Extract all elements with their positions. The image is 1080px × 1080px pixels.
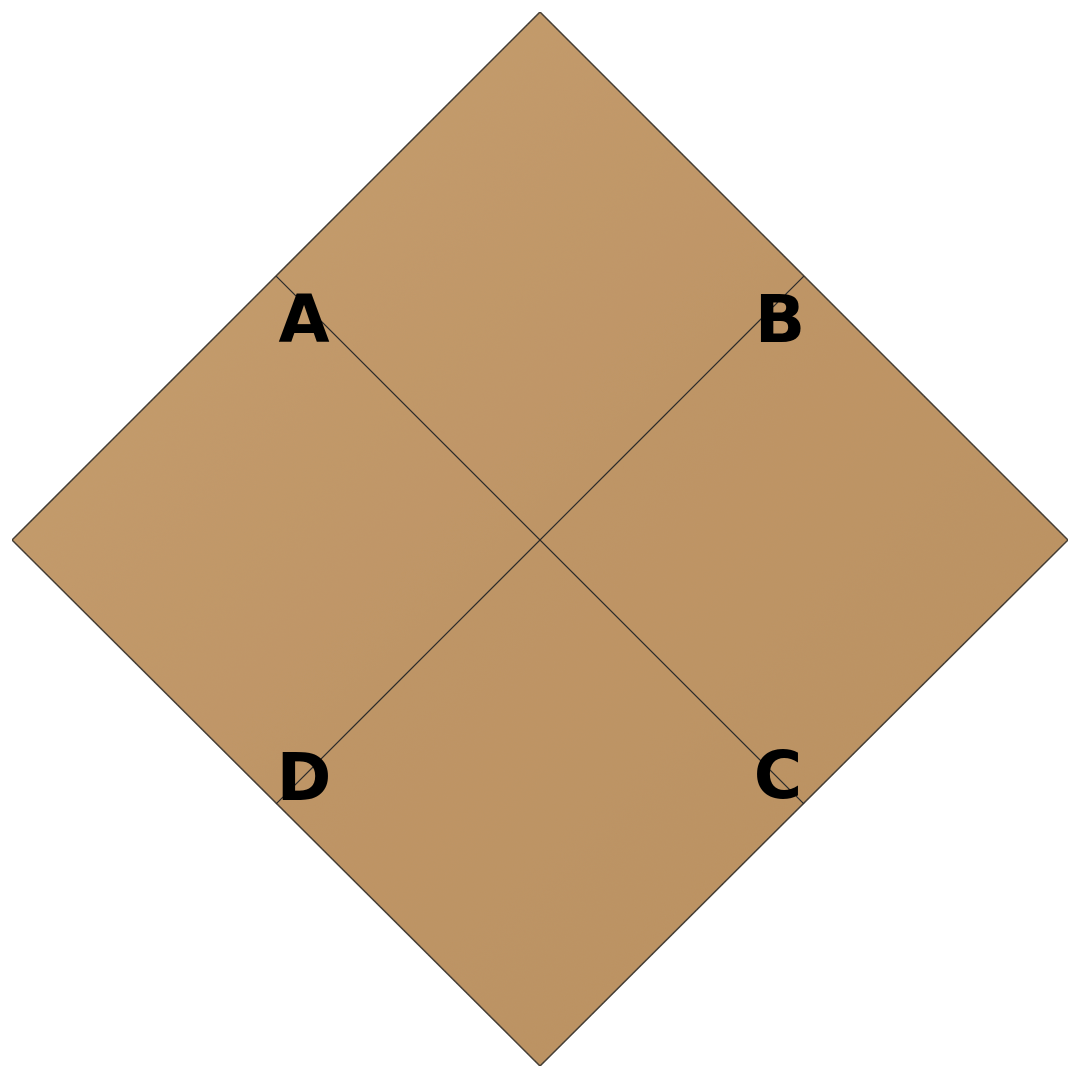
cardboard-diamond	[10, 10, 1070, 1068]
fold-line-b-d	[275, 275, 805, 805]
label-d: D	[277, 739, 332, 816]
label-a: A	[278, 281, 329, 358]
label-b: B	[755, 281, 805, 358]
label-c: C	[754, 737, 802, 814]
